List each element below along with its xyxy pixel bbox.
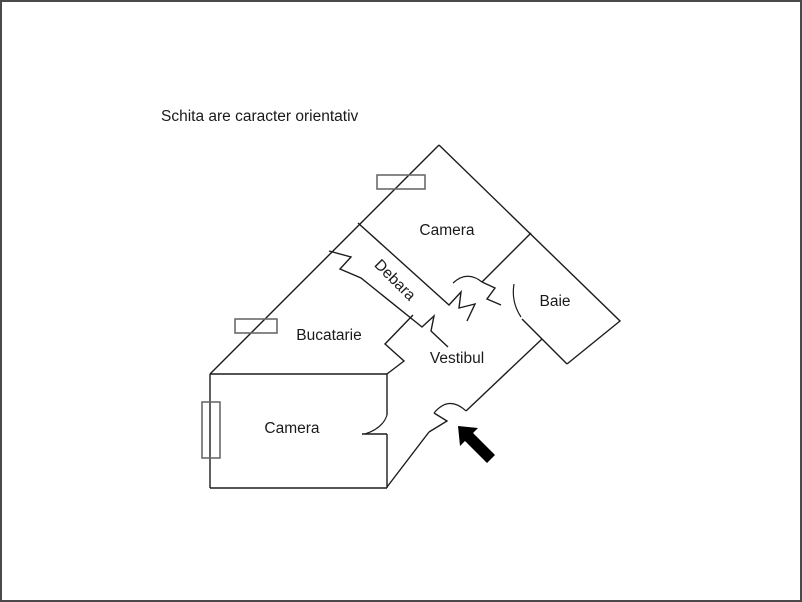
room-label-debara: Debara xyxy=(371,256,419,304)
entrance-arrow-icon xyxy=(458,426,495,463)
disclaimer-text: Schita are caracter orientativ xyxy=(161,108,359,125)
wall-exterior-top-right xyxy=(438,144,622,365)
wall-baie-lower-left xyxy=(521,318,568,365)
wall-exterior-left-diagonal xyxy=(209,144,440,375)
wall-camera-debara-partition xyxy=(357,222,477,322)
window-top-icon xyxy=(376,174,426,190)
wall-break-baie xyxy=(481,281,502,306)
wall-vestibul-exterior xyxy=(465,338,543,412)
door-arc-baie xyxy=(512,283,522,318)
window-left-diagonal-icon xyxy=(234,318,278,334)
door-arc-camera-top xyxy=(452,275,483,284)
room-label-camera-top: Camera xyxy=(419,222,475,239)
wall-break-bucatarie-vestibul xyxy=(383,314,414,375)
door-arc-entrance xyxy=(433,402,467,414)
room-label-camera-bottom: Camera xyxy=(264,420,320,437)
room-label-baie: Baie xyxy=(539,293,570,310)
wall-break-entrance xyxy=(428,412,449,433)
wall-exterior-entrance-lower xyxy=(386,431,430,488)
window-left-vertical-icon xyxy=(201,401,221,459)
room-label-vestibul: Vestibul xyxy=(430,350,484,367)
wall-camera-baie-shared xyxy=(481,232,532,283)
room-label-bucatarie: Bucatarie xyxy=(296,327,361,344)
wall-debara-bucatarie-partition xyxy=(328,250,449,348)
door-arc-camera-bottom xyxy=(364,414,388,435)
